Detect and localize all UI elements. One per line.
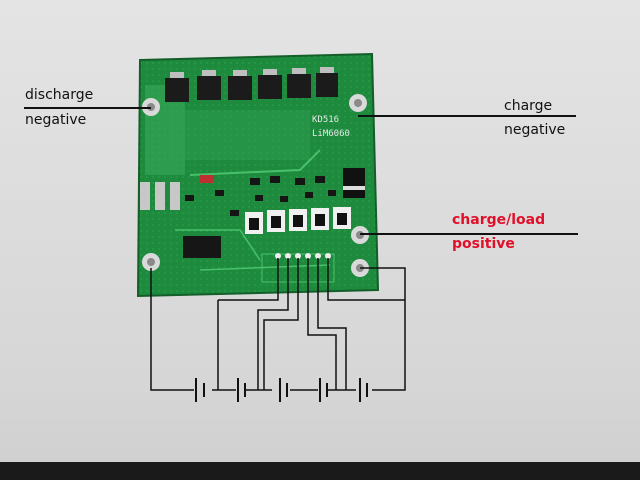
mosfet (165, 78, 189, 102)
battery-cells (195, 378, 368, 402)
charge-negative-label-line1: charge (504, 98, 553, 114)
charge-negative-label-line2: negative (504, 122, 566, 138)
discharge-negative-label-line2: negative (25, 112, 87, 128)
battery-wiring (150, 258, 406, 391)
mounting-holes (142, 94, 369, 277)
mosfet (228, 76, 252, 100)
bottom-shadow (0, 462, 640, 480)
mosfet (197, 76, 221, 100)
discharge-negative-label-line1: discharge (25, 87, 94, 103)
mosfet (287, 74, 311, 98)
mosfet (316, 73, 338, 97)
balance-connector (261, 253, 335, 283)
resistor-row (245, 207, 351, 234)
diode (343, 168, 365, 198)
pcb-board (136, 52, 380, 298)
mosfet (258, 75, 282, 99)
label-lines (24, 107, 578, 235)
board-marking-line1: KD516 (312, 115, 339, 125)
mosfet-row (165, 67, 338, 102)
charge-load-positive-label-line1: charge/load (452, 212, 546, 228)
capacitors (140, 182, 180, 210)
smd-components (185, 175, 336, 216)
board-marking-line2: LiM6060 (312, 129, 350, 139)
ic-chip (183, 236, 221, 258)
charge-load-positive-label-line2: positive (452, 236, 515, 252)
